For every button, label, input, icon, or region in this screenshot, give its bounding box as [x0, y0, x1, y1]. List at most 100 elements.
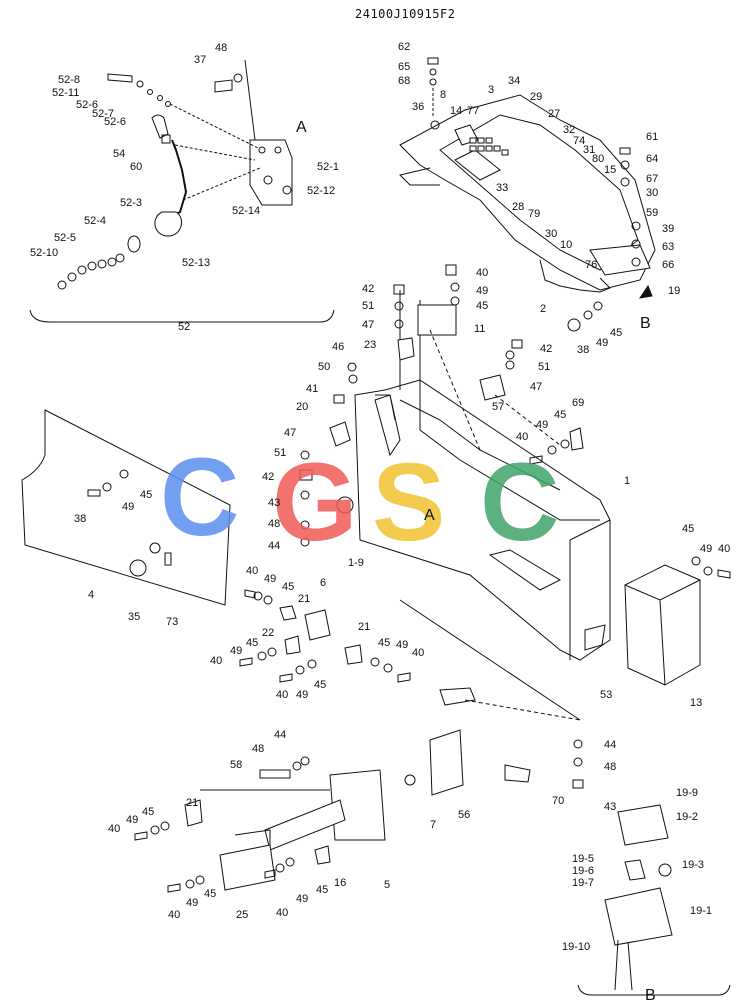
callout: 40 [718, 543, 730, 555]
drawing-code: 24100J10915F2 [355, 7, 455, 21]
callout: 19-3 [682, 859, 704, 871]
callout: 49 [264, 573, 276, 585]
callout: 45 [142, 806, 154, 818]
box-13 [624, 556, 731, 686]
callout: 54 [113, 148, 125, 160]
callout: 38 [74, 513, 86, 525]
callout: 51 [538, 361, 550, 373]
main-frame-1 [329, 290, 611, 661]
callout: 49 [122, 501, 134, 513]
callout: 14 [450, 105, 462, 117]
callout: 49 [476, 285, 488, 297]
callout: 27 [548, 108, 560, 120]
view-label-a-mid: A [424, 507, 435, 524]
callout: 45 [140, 489, 152, 501]
callout: 52-4 [84, 215, 106, 227]
callout: 52-11 [52, 87, 79, 99]
callout: 45 [204, 888, 216, 900]
callout: 7 [430, 819, 436, 831]
callout: 48 [268, 518, 280, 530]
callout: 39 [662, 223, 674, 235]
callout: 11 [474, 323, 485, 335]
view-label-a-top: A [296, 119, 307, 136]
callout: 36 [412, 101, 424, 113]
callout: 40 [476, 267, 488, 279]
fasteners-and-brackets [134, 264, 584, 893]
callout: 19-5 [572, 853, 594, 865]
callout: 58 [230, 759, 242, 771]
callout: 21 [298, 593, 310, 605]
callout: 47 [362, 319, 374, 331]
callout: 63 [662, 241, 674, 253]
callout: 19-6 [572, 865, 594, 877]
console-panel-2 [399, 57, 656, 332]
callout: 45 [682, 523, 694, 535]
relay-box-19 [577, 804, 731, 996]
callout: 5 [384, 879, 390, 891]
callout: 49 [596, 337, 608, 349]
callout: 69 [572, 397, 584, 409]
callout: 62 [398, 41, 410, 53]
callout: 56 [458, 809, 470, 821]
callout: 42 [262, 471, 274, 483]
watermark-letter-3: S [372, 441, 445, 564]
callout: 33 [496, 182, 508, 194]
callout: 6 [320, 577, 326, 589]
callout: 3 [488, 84, 494, 96]
callout: 52-8 [58, 74, 80, 86]
callout: 40 [108, 823, 120, 835]
callout: 40 [276, 907, 288, 919]
callout: 52-1 [317, 161, 339, 173]
callout: 65 [398, 61, 410, 73]
callout: 40 [412, 647, 424, 659]
callout: 38 [577, 344, 589, 356]
side-cover-4 [21, 409, 231, 606]
lower-bracket-5 [184, 599, 581, 891]
callout: 28 [512, 201, 524, 213]
callout-labels: 52-8 52-11 52-6 52-7 52-6 37 48 54 60 52… [30, 41, 730, 953]
callout: 44 [268, 540, 280, 552]
callout: 45 [378, 637, 390, 649]
callout: 49 [700, 543, 712, 555]
callout: 34 [508, 75, 520, 87]
callout: 48 [604, 761, 616, 773]
callout: 23 [364, 339, 376, 351]
callout: 45 [610, 327, 622, 339]
callout: 49 [296, 893, 308, 905]
callout: 30 [545, 228, 557, 240]
callout: 47 [530, 381, 542, 393]
callout: 19-10 [562, 941, 590, 953]
callout: 57 [492, 401, 504, 413]
callout: 49 [396, 639, 408, 651]
callout: 1 [624, 475, 630, 487]
callout: 44 [604, 739, 616, 751]
callout: 37 [194, 54, 206, 66]
callout: 52-10 [30, 247, 58, 259]
callout: 79 [528, 208, 540, 220]
callout: 61 [646, 131, 658, 143]
callout: 40 [168, 909, 180, 921]
callout: 30 [646, 187, 658, 199]
callout: 76 [585, 259, 597, 271]
callout: 16 [334, 877, 346, 889]
callout: 45 [554, 409, 566, 421]
callout: 43 [604, 801, 616, 813]
callout: 19-2 [676, 811, 698, 823]
callout: 40 [516, 431, 528, 443]
callout: 48 [252, 743, 264, 755]
callout: 21 [186, 797, 198, 809]
callout: 44 [274, 729, 286, 741]
callout: 70 [552, 795, 564, 807]
callout: 49 [230, 645, 242, 657]
lever-assembly-group-52 [29, 59, 335, 323]
callout: 32 [563, 124, 575, 136]
callout: 51 [362, 300, 374, 312]
view-label-b-top: B [640, 315, 651, 332]
callout: 19-1 [690, 905, 712, 917]
callout: 20 [296, 401, 308, 413]
callout: 47 [284, 427, 296, 439]
callout: 46 [332, 341, 344, 353]
callout: 29 [530, 91, 542, 103]
callout: 49 [126, 814, 138, 826]
